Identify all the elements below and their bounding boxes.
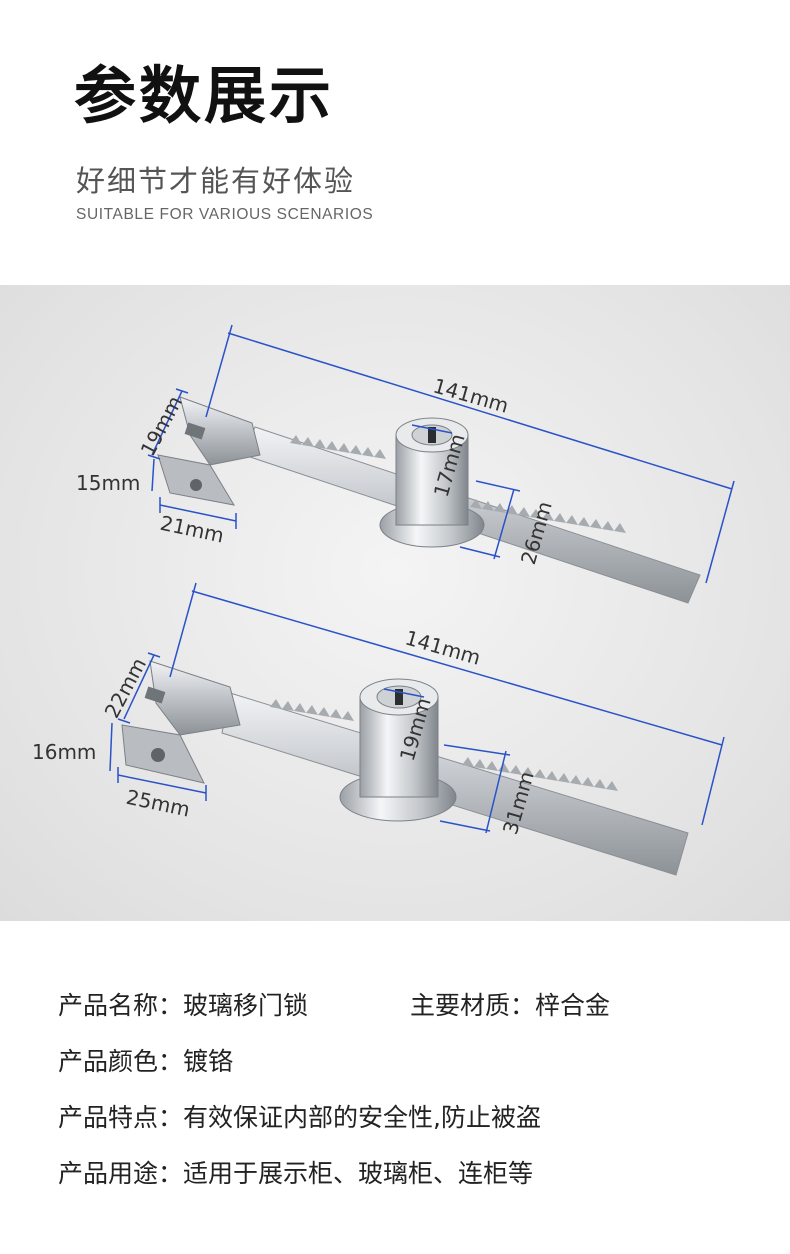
lock-1-dimensions bbox=[147, 324, 735, 584]
lock-1-length-label: 141mm bbox=[431, 373, 512, 417]
spec-feature-label: 产品特点： bbox=[58, 1103, 184, 1132]
lock-1-head-width-label: 19mm bbox=[136, 392, 187, 460]
lock-2-dimensions bbox=[109, 582, 725, 834]
subtitle-english: SUITABLE FOR VARIOUS SCENARIOS bbox=[76, 206, 374, 223]
spec-color-label: 产品颜色： bbox=[58, 1047, 184, 1076]
lock-2-head bbox=[149, 660, 241, 736]
page-title: 参数展示 bbox=[74, 59, 335, 132]
spec-usage-label: 产品用途： bbox=[58, 1159, 184, 1188]
subtitle-chinese: 好细节才能有好体验 bbox=[76, 164, 356, 198]
spec-name-label: 产品名称： bbox=[58, 991, 184, 1020]
lock-1-head-slot bbox=[184, 422, 206, 440]
lock-1-screw-hole bbox=[190, 479, 202, 491]
lock-2-base-width-label: 25mm bbox=[124, 785, 192, 822]
spec-usage-value: 适用于展示柜、玻璃柜、连柜等 bbox=[183, 1159, 534, 1188]
lock-2-keyhole bbox=[395, 689, 403, 705]
lock-2-head-slot bbox=[144, 686, 166, 704]
lock-2-screw-hole bbox=[151, 748, 165, 762]
spec-material-value: 梓合金 bbox=[535, 991, 611, 1020]
lock-2-bar bbox=[221, 692, 689, 876]
spec-row-name: 产品名称：玻璃移门锁 bbox=[58, 988, 308, 1024]
lock-1-head-height-label: 15mm bbox=[76, 471, 140, 495]
lock-2-head-height-label: 16mm bbox=[32, 740, 96, 764]
spec-row-material: 主要材质：梓合金 bbox=[410, 988, 610, 1024]
lock-diagram: 141mm 19mm 15mm 21mm 17mm 26mm bbox=[32, 324, 735, 876]
lock-1-keyhole bbox=[428, 427, 436, 443]
spec-feature-value: 有效保证内部的安全性,防止被盗 bbox=[183, 1103, 541, 1132]
product-illustration: 141mm 19mm 15mm 21mm 17mm 26mm bbox=[0, 285, 790, 921]
spec-material-label: 主要材质： bbox=[410, 991, 536, 1020]
lock-2-head-width-label: 22mm bbox=[100, 654, 151, 722]
header: 参数展示 好细节才能有好体验 SUITABLE FOR VARIOUS SCEN… bbox=[0, 0, 790, 285]
lock-2: 141mm 22mm 16mm 25mm 19mm 31mm bbox=[32, 582, 725, 876]
spec-row-usage: 产品用途：适用于展示柜、玻璃柜、连柜等 bbox=[58, 1156, 533, 1192]
spec-row-feature: 产品特点：有效保证内部的安全性,防止被盗 bbox=[58, 1100, 541, 1136]
spec-color-value: 镀铬 bbox=[183, 1047, 234, 1076]
spec-row-color: 产品颜色：镀铬 bbox=[58, 1044, 233, 1080]
lock-1: 141mm 19mm 15mm 21mm 17mm 26mm bbox=[76, 324, 735, 604]
spec-name-value: 玻璃移门锁 bbox=[183, 991, 309, 1020]
